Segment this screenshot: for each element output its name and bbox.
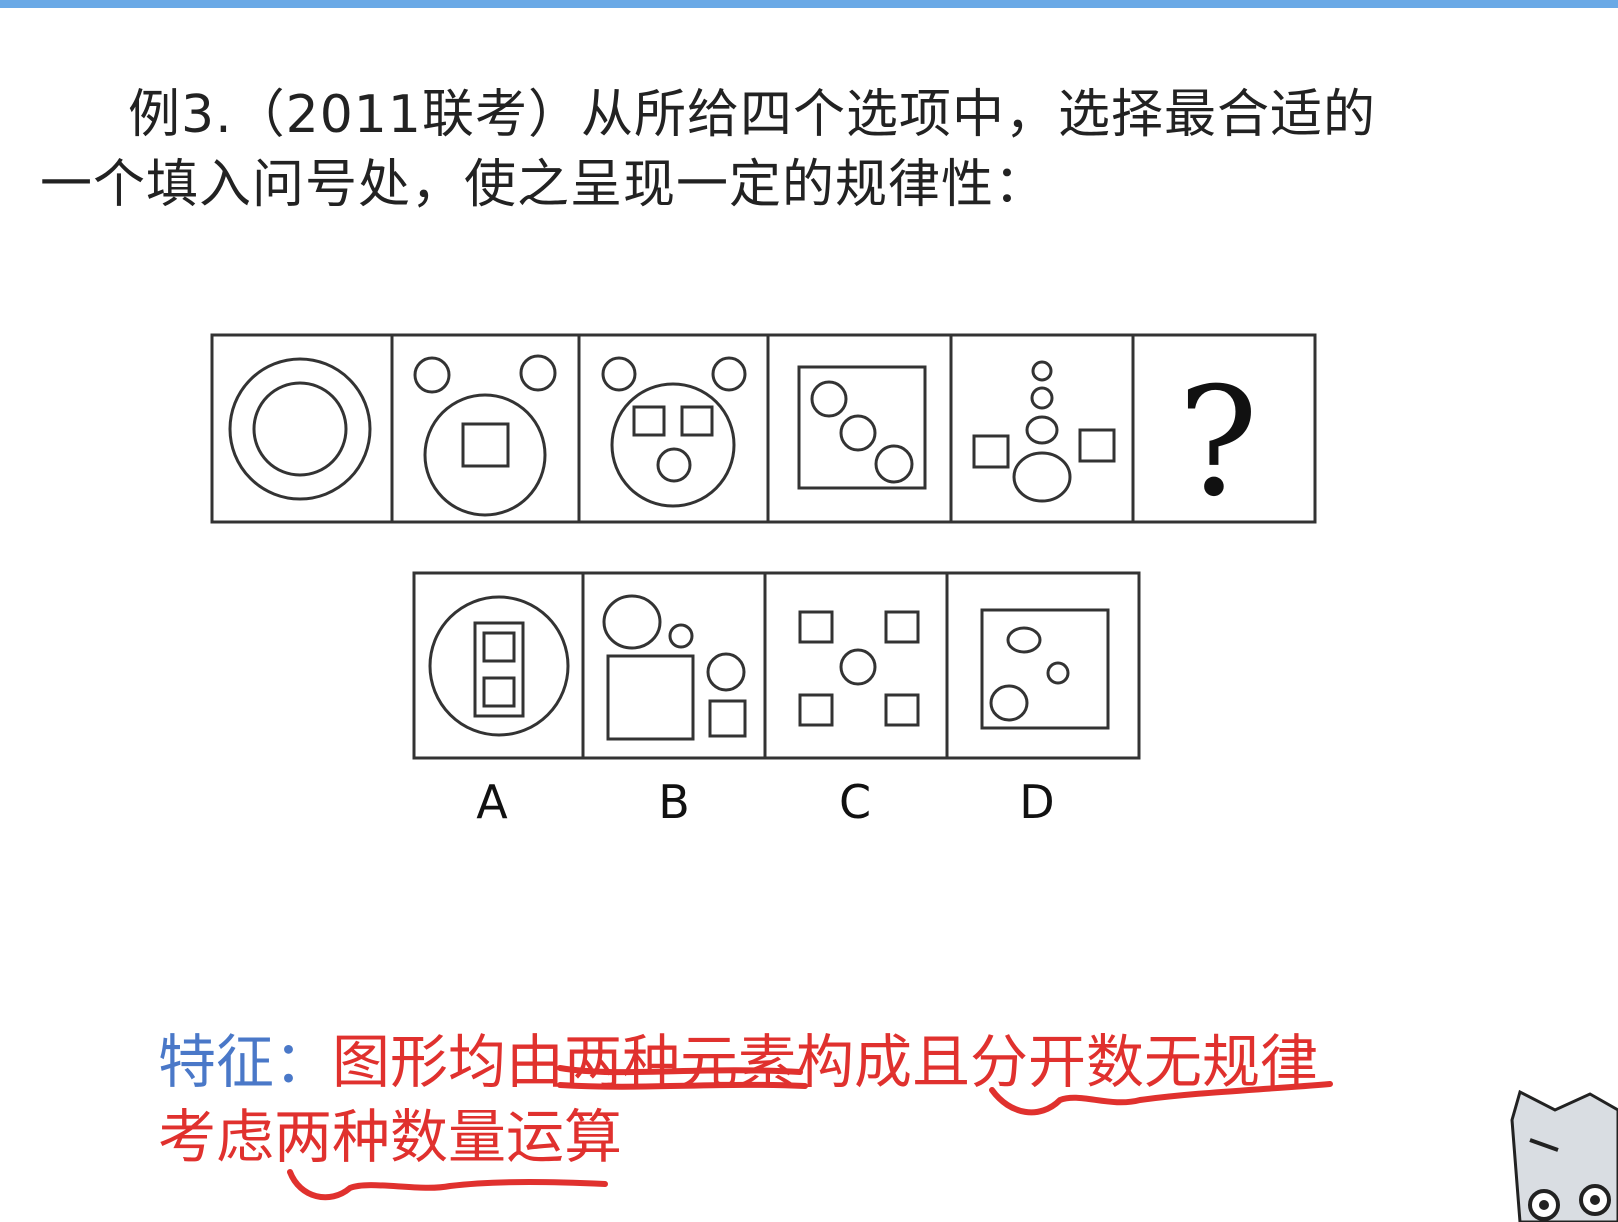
options-frame	[412, 571, 1141, 760]
sequence-row	[210, 333, 1317, 524]
option-label-b: B	[658, 775, 690, 829]
consider-line: 考虑两种数量运算	[158, 1103, 623, 1171]
option-label-c: C	[838, 775, 872, 829]
feature-line: 特征：图形均由两种元素构成且分开数无规律	[158, 1015, 1318, 1099]
option-c-figure	[798, 610, 920, 727]
option-d-figure	[980, 608, 1110, 730]
underline-3	[989, 1081, 1333, 1116]
feature-label: 特征：	[158, 1028, 333, 1096]
option-label-d: D	[1019, 775, 1055, 829]
option-b-figure	[602, 594, 747, 741]
sequence-cell-1	[228, 357, 372, 501]
sequence-cell-2	[413, 354, 557, 517]
sequence-cell-5	[972, 360, 1116, 503]
underline-1	[557, 1065, 803, 1076]
question-mark: ?	[1178, 356, 1258, 530]
feature-text: 图形均由两种元素构成且分开数无规律	[332, 1028, 1319, 1096]
options-row	[412, 571, 1141, 760]
question-line-2: 一个填入问号处，使之呈现一定的规律性：	[40, 155, 1048, 215]
top-accent-bar	[0, 0, 1618, 8]
mascot-icon	[1510, 1089, 1618, 1222]
underline-2	[557, 1081, 808, 1090]
question-line-1: 例3.（2011联考）从所给四个选项中，选择最合适的	[128, 85, 1376, 145]
sequence-frame	[210, 333, 1317, 524]
option-label-a: A	[476, 775, 508, 829]
sequence-cell-3	[601, 356, 747, 508]
option-a-figure	[428, 595, 570, 737]
sequence-cell-4	[797, 365, 927, 490]
underline-4	[287, 1169, 608, 1201]
